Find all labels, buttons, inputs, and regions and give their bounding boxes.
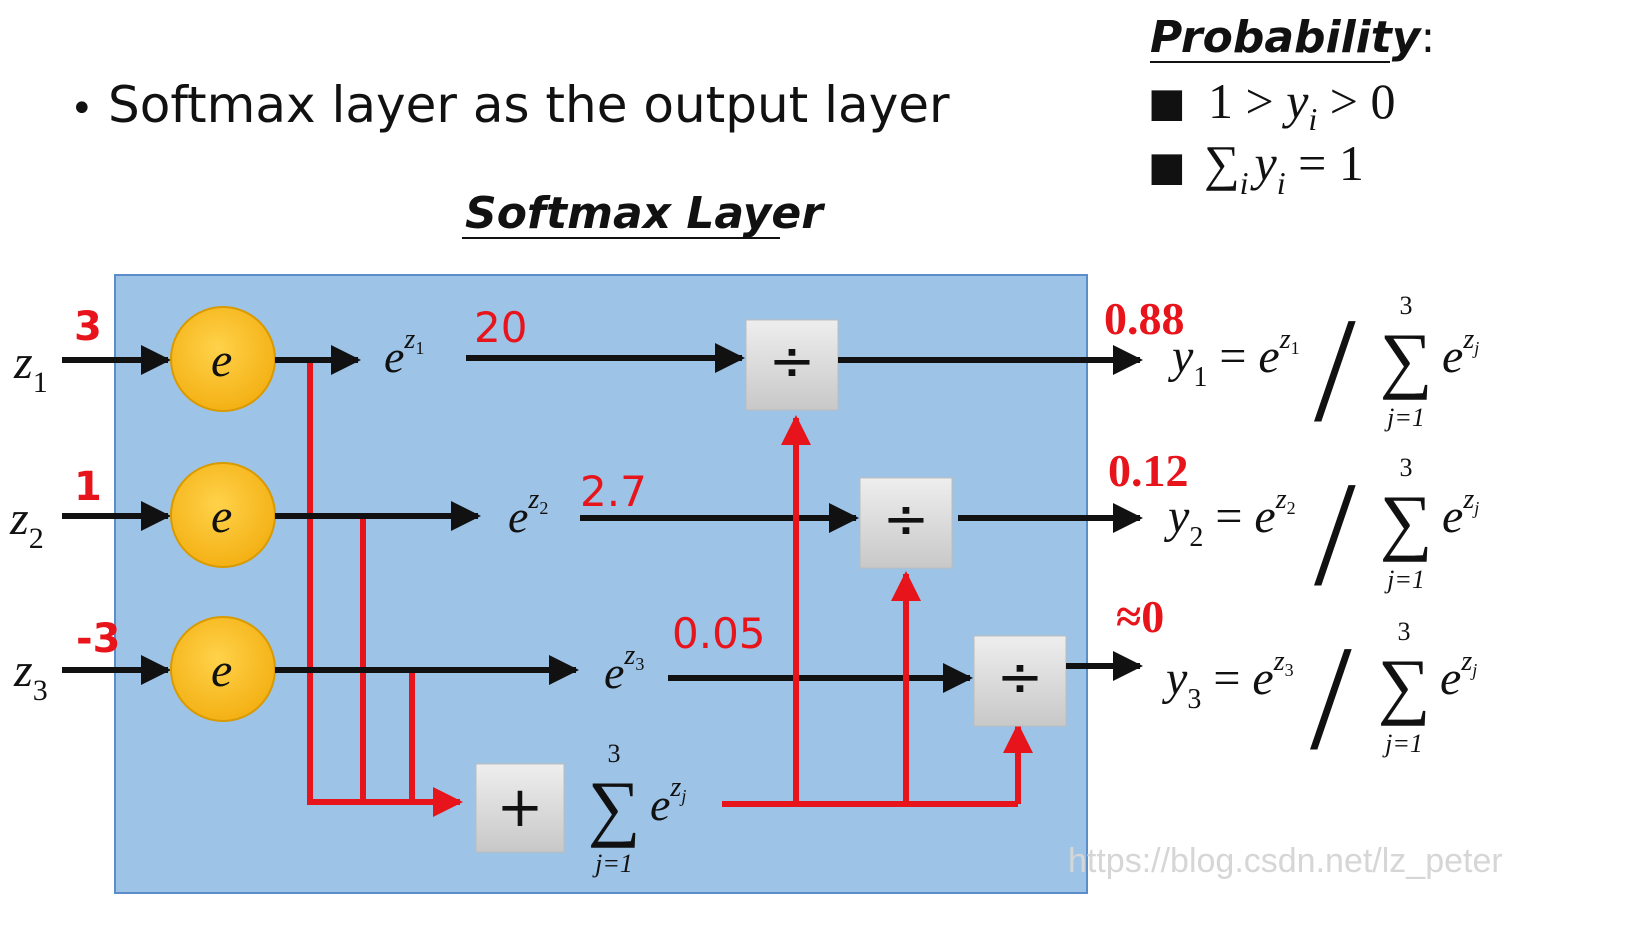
formula-3-upper: 3 [1398, 617, 1411, 646]
sum-sigma: ∑ [588, 767, 641, 849]
output-prob-1: 0.88 [1104, 293, 1185, 344]
formula-3-term: ezj [1440, 646, 1477, 705]
input-z1: z1 [13, 336, 48, 399]
formula-3-lhs: y3 = ez3 [1161, 646, 1294, 715]
probability-title: Probability: [1150, 12, 1435, 63]
exp-value-1: 20 [474, 303, 527, 352]
formula-2-slash: / [1314, 451, 1356, 617]
output-formula-2: y2 = ez2 / 3 ∑ j=1 ezj [1163, 451, 1479, 617]
formula-1-term: ezj [1442, 324, 1479, 383]
softmax-layer-box [114, 274, 1088, 894]
divide-symbol-2: ÷ [883, 487, 930, 552]
formula-1-slash: / [1314, 287, 1356, 453]
constraint2-marker: ■ [1148, 144, 1186, 190]
formula-3-slash: / [1310, 615, 1352, 781]
divide-symbol-1: ÷ [769, 329, 816, 394]
input-z3: z3 [13, 644, 48, 707]
exp-label-1: ez1 [384, 324, 424, 382]
formula-2-lower: j=1 [1384, 565, 1425, 594]
constraint1-marker: ■ [1148, 80, 1186, 126]
formula-2-sigma: ∑ [1380, 481, 1433, 563]
formula-3-sigma: ∑ [1378, 645, 1431, 727]
sum-box [475, 763, 565, 853]
output-formula-1: y1 = ez1 / 3 ∑ j=1 ezj [1167, 287, 1479, 453]
divide-symbol-3: ÷ [997, 645, 1044, 710]
plus-symbol: + [497, 775, 544, 840]
bullet-text: Softmax layer as the output layer [108, 76, 950, 134]
output-prob-3: ≈0 [1116, 591, 1164, 642]
output-prob-2: 0.12 [1108, 445, 1189, 496]
exp-value-3: 0.05 [672, 609, 766, 658]
input-value-2: 1 [74, 464, 102, 510]
formula-2-lhs: y2 = ez2 [1163, 484, 1296, 553]
formula-2-term: ezj [1442, 484, 1479, 543]
exp-value-2: 2.7 [580, 467, 647, 516]
divide-box-3 [973, 635, 1067, 727]
constraint-range: 1 > yi > 0 [1208, 73, 1396, 137]
input-value-3: -3 [76, 616, 120, 662]
divide-box-1 [745, 319, 839, 411]
layer-title: Softmax Layer [465, 188, 825, 239]
formula-1-lower: j=1 [1384, 403, 1425, 432]
bullet-marker: • [70, 86, 94, 132]
formula-1-lhs: y1 = ez1 [1167, 324, 1300, 393]
exp-node-1-label: e [211, 334, 232, 387]
sum-term: ezj [650, 772, 686, 830]
exp-label-2: ez2 [508, 484, 548, 542]
input-value-1: 3 [74, 304, 102, 350]
exp-node-2-label: e [211, 490, 232, 543]
sum-lower: j=1 [592, 849, 633, 878]
formula-2-upper: 3 [1400, 453, 1413, 482]
exp-label-3: ez3 [604, 640, 644, 698]
formula-1-sigma: ∑ [1380, 319, 1433, 401]
formula-3-lower: j=1 [1382, 729, 1423, 758]
output-formula-3: y3 = ez3 / 3 ∑ j=1 ezj [1161, 615, 1477, 781]
divide-box-2 [859, 477, 953, 569]
watermark: https://blog.csdn.net/lz_peter [1068, 842, 1503, 880]
formula-1-upper: 3 [1400, 291, 1413, 320]
sum-upper: 3 [608, 739, 621, 768]
exp-node-3-label: e [211, 644, 232, 697]
input-z2: z2 [9, 492, 44, 555]
